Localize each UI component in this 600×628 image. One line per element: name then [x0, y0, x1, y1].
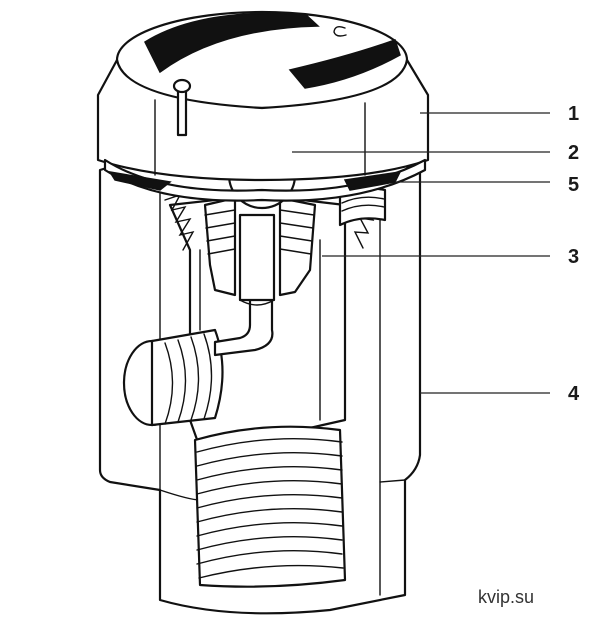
side-outlet [122, 288, 274, 427]
callout-2: 2 [568, 142, 579, 164]
callout-4: 4 [568, 383, 580, 405]
callout-1: 1 [568, 103, 579, 125]
seat-threads [203, 196, 317, 297]
watermark-text: kvip.su [478, 587, 534, 607]
inner-bore [238, 213, 276, 306]
valve-cap [96, 10, 430, 202]
callout-5: 5 [568, 174, 579, 196]
callout-3: 3 [568, 246, 579, 268]
callout-leaders [292, 112, 550, 394]
bottom-thread [193, 425, 347, 588]
